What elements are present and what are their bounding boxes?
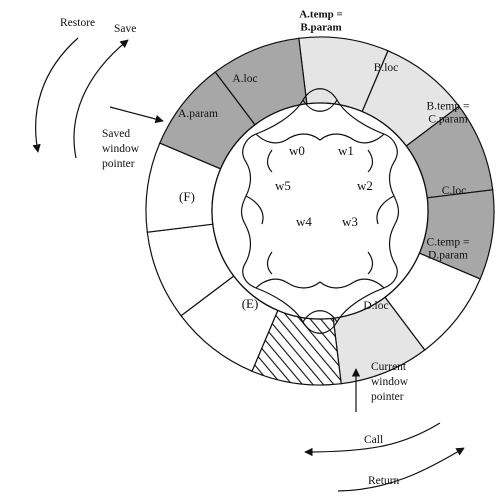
segment-label-e: (E) [242,296,259,311]
return-label: Return [368,475,400,487]
save-label: Save [114,23,136,35]
window-label-w2: w2 [357,178,373,193]
window-label-w4: w4 [296,214,312,229]
register-ring [145,36,495,386]
saved-window-pointer-line-1: Saved [102,128,130,140]
call-arrow [304,422,441,457]
saved-window-pointer-line-3: pointer [102,158,135,170]
segment-label-c-temp-d-param: C.temp =D.param [427,237,470,262]
current-window-pointer-line-3: pointer [371,391,404,403]
call-return-arrows: Call Return [304,422,465,492]
segment-label-a-loc: A.loc [232,73,257,85]
save-arrow [73,39,129,159]
window-label-w1: w1 [338,143,354,158]
window-label-w3: w3 [342,214,358,229]
window-loops [240,88,400,334]
segment-label-b-temp-c-param: B.temp =C.param [427,101,470,126]
restore-label: Restore [60,17,95,29]
restore-save-arrows: Restore Save [32,17,136,159]
segment-label-b-loc: B.loc [374,62,399,74]
inner-circle [211,102,429,320]
segment-label-f: (F) [179,189,195,204]
segment-label-a-param: A.param [178,108,218,120]
current-window-pointer-line-1: Current [371,361,407,373]
current-window-pointer-line-2: window [371,376,409,388]
segment-label-c-loc: C.loc [442,185,467,197]
window-labels: w0 w1 w2 w3 w4 w5 [275,143,373,229]
return-arrow [337,447,465,492]
segment-label-d-loc: D.loc [363,300,388,312]
window-label-w5: w5 [275,178,291,193]
window-label-w0: w0 [289,143,305,158]
saved-window-pointer-line-2: window [102,143,140,155]
saved-window-pointer-arrow [109,106,164,124]
current-window-pointer: Current window pointer [351,361,409,412]
restore-arrow [32,37,79,153]
segment-label-a-temp-b-param: A.temp =B.param [299,9,343,34]
call-label: Call [364,434,383,446]
saved-window-pointer: Saved window pointer [102,106,164,170]
